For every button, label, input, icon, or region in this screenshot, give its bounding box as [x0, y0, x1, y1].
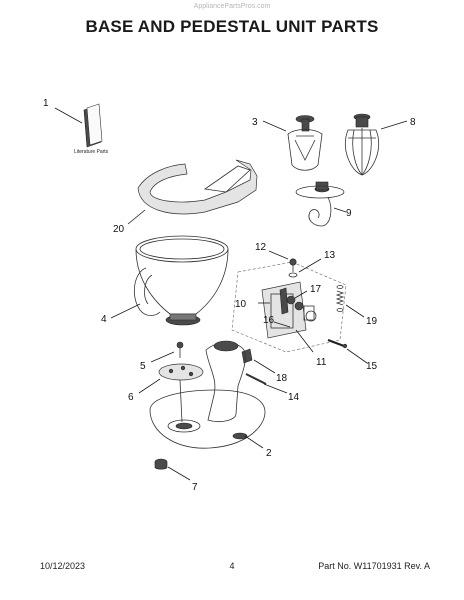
part-screw[interactable]	[289, 258, 297, 272]
part-washer[interactable]	[288, 272, 298, 278]
callout-8: 8	[410, 117, 416, 128]
callout-10: 10	[235, 299, 247, 310]
part-hinge-pin[interactable]	[245, 373, 267, 385]
callout-12: 12	[255, 242, 267, 253]
callout-19: 19	[366, 316, 378, 327]
part-bowl-screw[interactable]	[176, 341, 184, 358]
callout-20: 20	[113, 224, 125, 235]
callout-15: 15	[366, 361, 378, 372]
part-dough-hook[interactable]	[295, 181, 345, 227]
part-pouring-shield[interactable]	[137, 159, 258, 215]
part-latch-bracket[interactable]	[241, 348, 253, 364]
callout-17: 17	[310, 284, 322, 295]
part-pin[interactable]	[327, 338, 348, 349]
callout-18: 18	[276, 373, 288, 384]
watermark: AppliancePartsPros.com	[193, 3, 271, 10]
callout-4: 4	[101, 314, 107, 325]
callout-2: 2	[266, 448, 272, 459]
part-pedestal-base[interactable]	[149, 340, 266, 449]
footer-page-number: 4	[229, 561, 235, 571]
part-wire-whip[interactable]	[345, 113, 379, 176]
part-clamp-plate[interactable]	[158, 363, 204, 381]
callout-5: 5	[140, 361, 146, 372]
callout-11: 11	[316, 357, 327, 368]
part-lift-assembly[interactable]	[231, 261, 347, 353]
callout-9: 9	[346, 208, 352, 219]
callout-6: 6	[128, 392, 134, 403]
part-literature[interactable]: Literature Parts	[74, 103, 109, 155]
part-flat-beater[interactable]	[287, 115, 323, 171]
literature-label: Literature Parts	[74, 149, 109, 155]
part-mixing-bowl[interactable]	[133, 235, 229, 326]
footer-date: 10/12/2023	[40, 561, 86, 571]
callout-3: 3	[252, 117, 258, 128]
part-foot[interactable]	[154, 458, 168, 470]
callout-13: 13	[324, 250, 336, 261]
callout-7: 7	[192, 482, 198, 493]
footer-part-number: Part No. W11701931 Rev. A	[318, 561, 430, 571]
callout-14: 14	[288, 392, 300, 403]
callout-16: 16	[263, 315, 275, 326]
page-title: BASE AND PEDESTAL UNIT PARTS	[85, 17, 379, 36]
part-spring[interactable]	[335, 285, 345, 312]
callout-1: 1	[43, 98, 49, 109]
